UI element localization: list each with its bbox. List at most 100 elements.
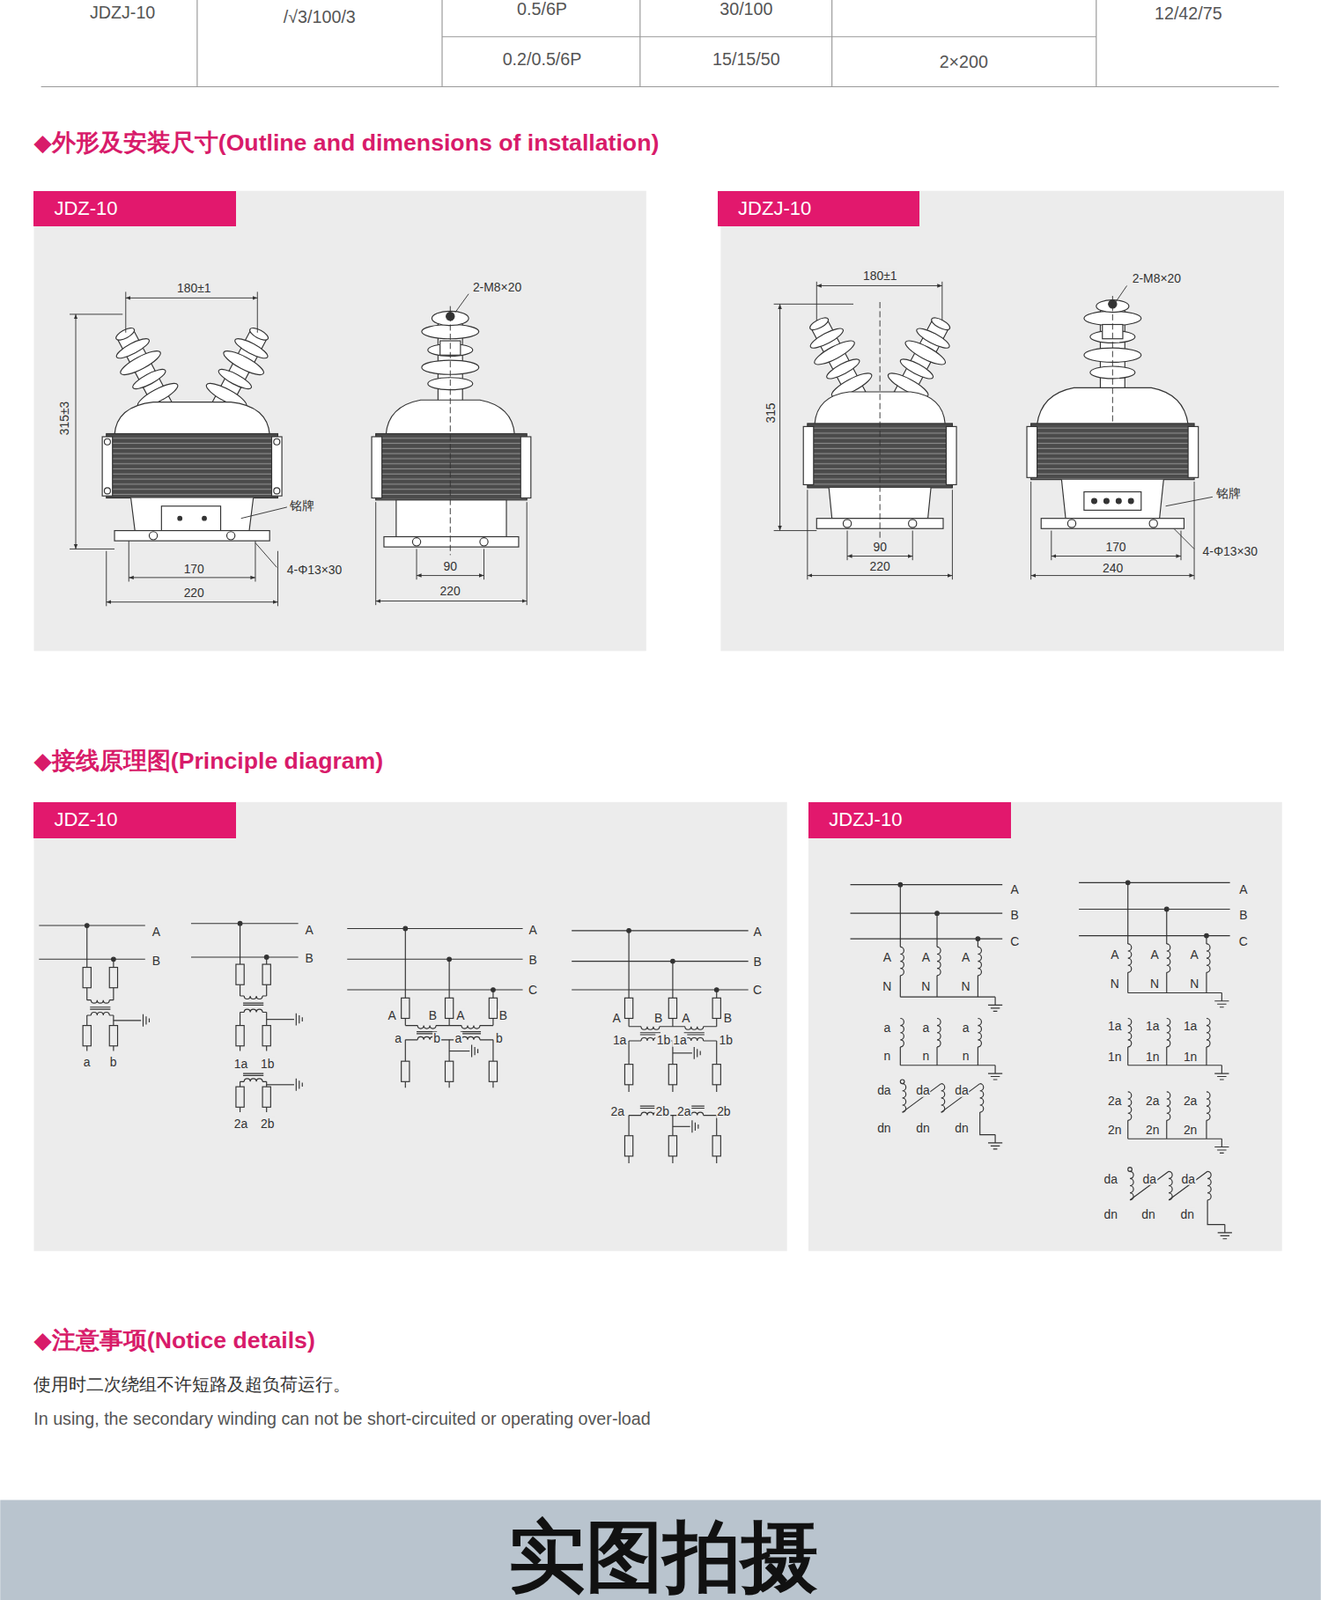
wiring-diagram — [109, 1025, 118, 1047]
wiring-diagram — [405, 1018, 494, 1026]
dimension-line — [816, 281, 943, 321]
wiring-diagram — [1078, 882, 1231, 945]
dimension-line — [774, 281, 953, 580]
terminal-label: n — [961, 1048, 971, 1063]
panel-ground — [33, 191, 646, 652]
terminal-label: A — [1109, 948, 1120, 962]
dimension-line — [1031, 575, 1195, 576]
wiring-diagram — [488, 1061, 497, 1082]
terminal-label: b — [494, 1032, 504, 1046]
wiring-diagram — [295, 1013, 303, 1026]
dimension-label: 180±1 — [176, 281, 213, 296]
dimension-line — [128, 540, 256, 582]
transformer-front-view — [908, 519, 917, 528]
terminal-label: a — [882, 1021, 892, 1035]
wiring-diagram — [416, 1032, 481, 1034]
transformer-front-view — [114, 402, 270, 436]
wiring-diagram — [84, 923, 89, 929]
wiring-diagram — [1206, 1092, 1211, 1121]
banner-text: 实图拍摄 — [508, 1512, 819, 1600]
dimension-line — [779, 303, 781, 531]
terminal-label: B — [527, 952, 538, 967]
wiring-diagram — [571, 930, 748, 998]
terminal-label: A — [1189, 948, 1200, 962]
wiring-diagram — [850, 882, 1004, 1149]
transformer-side-view — [412, 538, 421, 547]
transformer-front-view — [273, 438, 281, 445]
terminal-label: 2a — [1182, 1093, 1198, 1107]
transformer-front-view — [114, 531, 270, 542]
terminal-label: 1a — [1182, 1019, 1198, 1034]
terminal-label: B — [1010, 907, 1020, 922]
wiring-diagram — [89, 1007, 111, 1010]
dimension-line — [455, 294, 469, 313]
notice-text: In using, the secondary winding can not … — [33, 1409, 650, 1430]
dimension-line — [450, 306, 451, 556]
terminal-label: B — [1238, 907, 1248, 922]
dimension-line — [847, 555, 913, 557]
transformer-side-view — [479, 538, 488, 547]
terminal-label: N — [1149, 977, 1160, 991]
wiring-diagram — [491, 988, 496, 993]
terminal-label: A — [151, 925, 162, 939]
transformer-side-view — [383, 537, 519, 548]
notice-text: 使用时二次绕组不许短路及超负荷运行。 — [33, 1374, 351, 1395]
terminal-label: B — [151, 954, 162, 968]
wiring-diagram — [900, 1018, 904, 1047]
wiring-diagram — [668, 997, 677, 1019]
terminal-label: dn — [1102, 1208, 1118, 1222]
wiring-diagram — [902, 1084, 996, 1136]
wiring-diagram — [90, 1000, 110, 1004]
wiring-diagram — [1214, 1138, 1229, 1153]
dimension-line — [807, 575, 953, 576]
transformer-side-view — [371, 310, 532, 547]
terminal-label: N — [960, 979, 972, 993]
wiring-diagram — [243, 1003, 264, 1005]
model-name: JDZJ-10 — [737, 197, 812, 221]
dimension-line — [376, 294, 528, 606]
transformer-front-view — [177, 516, 183, 521]
terminal-label: A — [455, 1009, 465, 1023]
terminal-label: 2b — [715, 1105, 731, 1119]
wiring-diagram — [262, 1086, 271, 1107]
wiring-diagram — [900, 1079, 905, 1085]
terminal-label: dn — [876, 1121, 892, 1136]
wiring-diagram — [712, 1064, 721, 1085]
transformer-side-view — [1128, 498, 1134, 504]
terminal-label: 1b — [717, 1033, 733, 1048]
wiring-diagram — [236, 1025, 244, 1047]
wiring-diagram — [444, 1061, 453, 1082]
wiring-diagram — [266, 1084, 295, 1085]
terminal-label: B — [752, 955, 762, 969]
terminal-label: N — [920, 979, 931, 993]
transformer-front-view — [103, 487, 111, 495]
wiring-diagram — [1164, 907, 1169, 912]
wiring-diagram — [941, 1084, 945, 1113]
transformer-front-view — [148, 531, 157, 540]
model-tag: JDZ-10 — [33, 191, 237, 228]
wiring-diagram — [191, 921, 303, 1113]
terminal-label: da — [1102, 1173, 1118, 1187]
dimension-line — [241, 507, 288, 519]
table-grid — [41, 0, 1280, 87]
wiring-diagram — [712, 997, 721, 1019]
table-cell: /√3/100/3 — [283, 6, 356, 27]
wiring-diagram — [1206, 944, 1211, 973]
transformer-side-view — [371, 436, 383, 499]
table-cell: JDZJ-10 — [89, 2, 155, 23]
terminal-label: A — [304, 923, 315, 938]
terminal-label: A — [1010, 882, 1020, 896]
terminal-label: B — [723, 1011, 733, 1025]
panel-ground — [33, 802, 787, 1252]
wiring-diagram — [693, 1047, 701, 1060]
table-cell: 15/15/50 — [712, 49, 781, 70]
table-grid — [41, 0, 1280, 87]
transformer-side-view — [1026, 426, 1038, 478]
dimension-line — [1166, 496, 1213, 506]
wiring-diagram — [262, 964, 271, 985]
wiring-diagram — [977, 946, 982, 975]
dimension-label: 180±1 — [862, 269, 899, 283]
panel-ground — [720, 191, 1285, 652]
wiring-diagram — [980, 1084, 984, 1113]
